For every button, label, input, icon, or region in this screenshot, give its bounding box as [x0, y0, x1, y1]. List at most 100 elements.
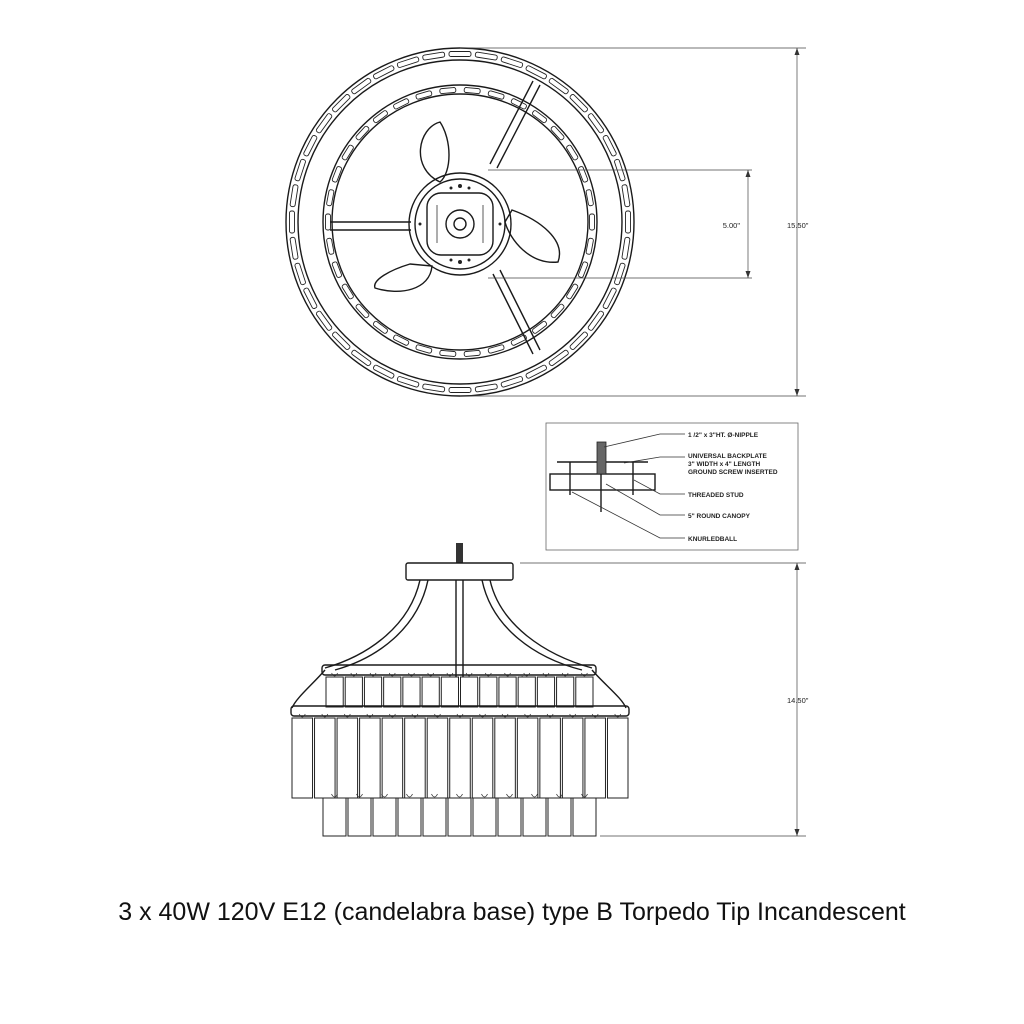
- dim-5-00: 5.00": [723, 221, 741, 230]
- crystal: [625, 210, 631, 234]
- crystal-prism: [471, 717, 494, 799]
- crystal-hook: [366, 713, 374, 718]
- crystal-hook: [408, 672, 415, 677]
- crystal: [294, 262, 306, 286]
- crystal: [448, 387, 472, 393]
- crystal: [393, 334, 410, 346]
- side-elevation: 14.50": [290, 543, 809, 837]
- lamp-spec-caption: 3 x 40W 120V E12 (candelabra base) type …: [118, 898, 906, 926]
- crystal-hook: [331, 793, 338, 798]
- crystal: [569, 331, 588, 350]
- crystal-hook: [388, 672, 396, 677]
- crystal: [589, 213, 595, 231]
- crystal: [355, 125, 370, 141]
- crystal-prism: [372, 797, 397, 837]
- upper-tier-crystals: [325, 672, 594, 708]
- crystal-prism: [522, 797, 547, 837]
- crystal-hook: [446, 672, 454, 677]
- crystal: [415, 344, 433, 354]
- crystal-hook: [531, 793, 538, 798]
- crystal: [510, 334, 527, 346]
- crystal: [373, 65, 395, 80]
- crystal-prism: [440, 676, 459, 708]
- crystal-prism: [426, 717, 449, 799]
- bottom-crystals: [322, 793, 597, 837]
- crystal-prism: [606, 717, 629, 799]
- crystal: [548, 77, 569, 95]
- crystal-prism: [539, 717, 561, 799]
- crystal-prism: [447, 797, 472, 837]
- crystal: [415, 90, 433, 100]
- callout-knurled-ball: KNURLEDBALL: [688, 536, 737, 543]
- crystal: [585, 237, 594, 255]
- crystal: [578, 261, 589, 278]
- crystal-prism: [497, 797, 522, 837]
- inner-crystal-ring: [325, 87, 595, 357]
- crystal: [325, 213, 331, 231]
- crystal-prism: [498, 676, 517, 708]
- crystal-hook: [389, 713, 396, 718]
- crystal-hook: [411, 713, 419, 718]
- crystal: [525, 364, 547, 379]
- crystal: [474, 51, 498, 61]
- crystal: [315, 310, 333, 331]
- crystal-prism: [383, 676, 402, 708]
- crystal-prism: [402, 676, 421, 708]
- crystal-hook: [523, 672, 531, 677]
- crystal-prism: [575, 676, 594, 708]
- crystal-hook: [343, 713, 351, 718]
- crystal-hook: [524, 713, 531, 718]
- crystal-hook: [298, 713, 306, 718]
- crystal: [303, 287, 318, 309]
- crystal: [500, 56, 524, 68]
- callout-canopy: 5" ROUND CANOPY: [688, 513, 751, 520]
- crystal-hook: [465, 672, 473, 677]
- crystal: [351, 77, 372, 95]
- inner-ring: [322, 84, 598, 360]
- crystal: [372, 320, 388, 334]
- crystal-prism: [479, 676, 498, 708]
- crystal: [525, 65, 547, 80]
- crystal: [439, 349, 457, 357]
- crystal: [396, 56, 420, 68]
- crystal-prism: [344, 676, 363, 708]
- crystal: [463, 87, 481, 95]
- crystal-prism: [397, 797, 422, 837]
- crystal: [422, 51, 446, 61]
- crystal: [351, 349, 372, 367]
- crystal-hook: [479, 713, 486, 718]
- callout-nipple: 1 /2" x 3"HT. Ø-NIPPLE: [688, 432, 759, 439]
- crystal-hook: [581, 672, 588, 677]
- crystal-prism: [472, 797, 497, 837]
- crystal-prism: [363, 676, 383, 708]
- crystal: [396, 376, 420, 388]
- crystal-prism: [556, 676, 575, 708]
- crystal: [587, 113, 605, 134]
- callout-ground-screw: GROUND SCREW INSERTED: [688, 469, 778, 476]
- crystal-hook: [434, 713, 441, 718]
- crystal-hook: [614, 713, 622, 718]
- crystal-prism: [584, 717, 606, 799]
- crystal-hook: [321, 713, 329, 718]
- crystal-prism: [517, 676, 536, 708]
- crystal-hook: [356, 793, 363, 798]
- crystal: [422, 383, 446, 393]
- crystal-hook: [456, 713, 464, 718]
- crystal: [331, 166, 342, 183]
- crystal-prism: [494, 717, 516, 799]
- crystal-prism: [572, 797, 597, 837]
- crystal: [621, 184, 631, 208]
- crystal: [332, 94, 351, 113]
- mounting-detail: 1 /2" x 3"HT. Ø-NIPPLE UNIVERSAL BACKPLA…: [545, 422, 799, 551]
- crystal: [532, 110, 548, 124]
- crystal-hook: [456, 793, 463, 798]
- crystal-prism: [325, 676, 344, 708]
- crystal: [326, 189, 335, 207]
- upper-tier-rim: [321, 664, 597, 676]
- crystal-hook: [331, 672, 338, 677]
- crystal-prism: [421, 676, 440, 708]
- crystal: [532, 320, 548, 334]
- crystal: [289, 184, 299, 208]
- crystal-prism: [291, 717, 314, 799]
